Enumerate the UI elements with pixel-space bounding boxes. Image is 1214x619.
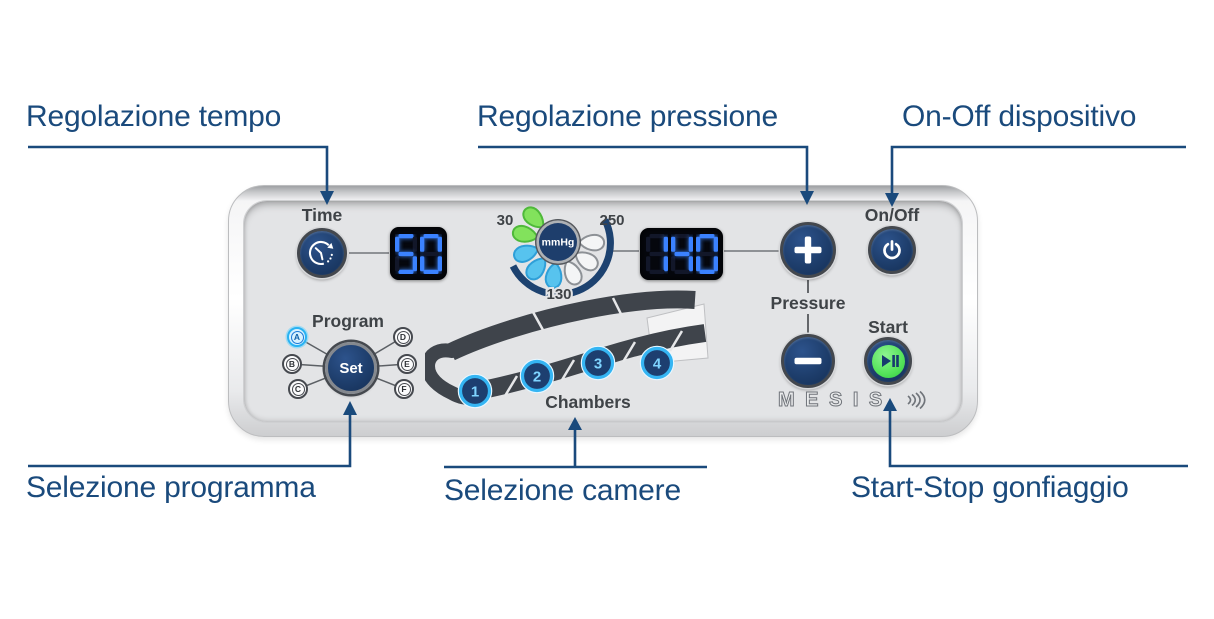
arrow-start [888,410,1188,468]
gauge-min-label: 30 [497,212,514,229]
program-option-a-label: A [290,330,304,344]
svg-text:1: 1 [471,384,479,401]
clock-arrow-icon [308,240,334,266]
mesis-logo: MESIS [778,389,926,412]
arrow-program [28,414,352,468]
program-option-d[interactable]: D [393,327,413,347]
arrow-time [28,145,329,192]
gauge-mid-label: 130 [546,286,571,303]
time-button[interactable] [297,228,347,278]
gauge-unit-label: mmHg [542,237,575,249]
time-label: Time [301,205,343,225]
program-option-b-label: B [285,357,299,371]
program-option-f-label: F [397,382,411,396]
start-green-face [871,344,905,378]
annotation-onoff: On-Off dispositivo [902,100,1137,133]
arrow-pressure [478,145,809,192]
pressure-label: Pressure [770,293,846,313]
program-label: Program [312,311,384,331]
program-option-c[interactable]: C [288,379,308,399]
chambers-label: Chambers [545,392,631,412]
program-option-f[interactable]: F [394,379,414,399]
power-icon [883,240,901,260]
plus-icon [794,236,822,264]
annotation-pressure: Regolazione pressione [477,100,779,133]
power-button[interactable] [868,226,916,274]
brand-text: MESIS [778,389,893,411]
svg-text:3: 3 [594,356,602,373]
play-pause-icon [882,355,899,367]
program-option-e[interactable]: E [397,354,417,374]
gauge-unit-dial: mmHg [535,219,581,265]
arrow-chambers [444,429,707,469]
onoff-label: On/Off [864,205,920,225]
program-option-e-label: E [400,357,414,371]
arrow-onoff [890,145,1186,194]
start-stop-button[interactable] [864,337,912,385]
pressure-gauge: mmHg 30 250 130 [497,202,625,305]
program-option-b[interactable]: B [282,354,302,374]
svg-text:2: 2 [533,369,541,386]
program-option-a[interactable]: A [287,327,307,347]
leg-cuff-illustration: 1 2 3 4 [425,290,709,409]
pressure-minus-button[interactable] [781,334,835,388]
chamber-marker-2: 2 [519,358,555,394]
chamber-marker-3: 3 [580,345,616,381]
start-label: Start [868,317,908,337]
pressure-display [640,228,723,280]
program-set-button[interactable]: Set [325,342,377,394]
time-display [390,227,447,280]
annotation-chambers: Selezione camere [444,474,681,507]
program-option-d-label: D [396,330,410,344]
gauge-max-label: 250 [599,212,624,229]
set-button-label: Set [339,359,363,377]
sound-wave-icon [907,390,926,410]
chamber-marker-4: 4 [639,345,675,381]
svg-text:4: 4 [653,356,662,373]
program-option-c-label: C [291,382,305,396]
minus-icon [794,357,822,365]
pressure-plus-button[interactable] [780,222,836,278]
annotation-time: Regolazione tempo [26,100,282,133]
chamber-marker-1: 1 [457,373,493,409]
annotation-start: Start-Stop gonfiaggio [851,471,1129,504]
annotation-program: Selezione programma [26,471,316,504]
gauge-arc [509,218,614,298]
